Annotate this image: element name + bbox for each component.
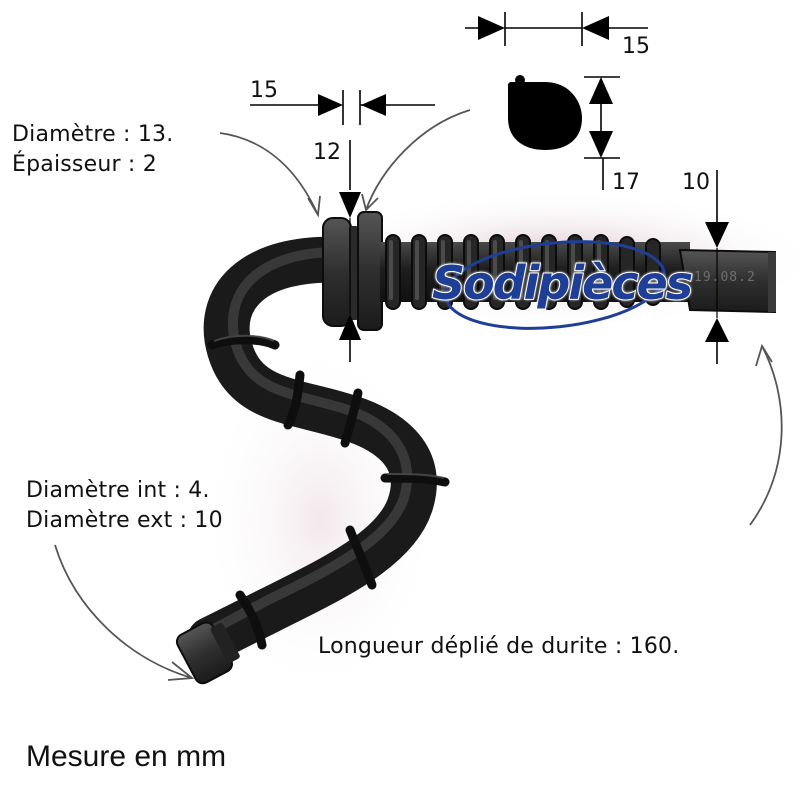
profile-cross-section-icon (508, 75, 582, 150)
dim-profile-width: 15 (622, 34, 650, 59)
dim-end-diameter: 10 (682, 170, 710, 195)
annotation-bottom-left: Diamètre int : 4. Diamètre ext : 10 (26, 476, 223, 536)
thickness-label: Épaisseur : 2 (12, 152, 157, 177)
dim-flange-gap: 12 (313, 140, 341, 165)
hose-end-right (678, 248, 776, 314)
part-stamp: 19.08.2 (694, 270, 756, 285)
flange-connector (322, 211, 383, 331)
sodipieces-logo: Sodipièces (431, 255, 694, 311)
hose-end-cap-bottom (175, 621, 240, 685)
units-footer: Mesure en mm (26, 740, 227, 773)
inner-diameter-label: Diamètre int : 4. (26, 478, 210, 503)
outer-diameter-label: Diamètre ext : 10 (26, 508, 223, 533)
dim-flange-thickness: 15 (250, 78, 278, 103)
diameter-label: Diamètre : 13. (12, 122, 174, 147)
unfolded-length-label: Longueur déplié de durite : 160. (318, 634, 680, 659)
annotation-top-left: Diamètre : 13. Épaisseur : 2 (12, 120, 173, 180)
dim-profile-height: 17 (612, 170, 640, 195)
